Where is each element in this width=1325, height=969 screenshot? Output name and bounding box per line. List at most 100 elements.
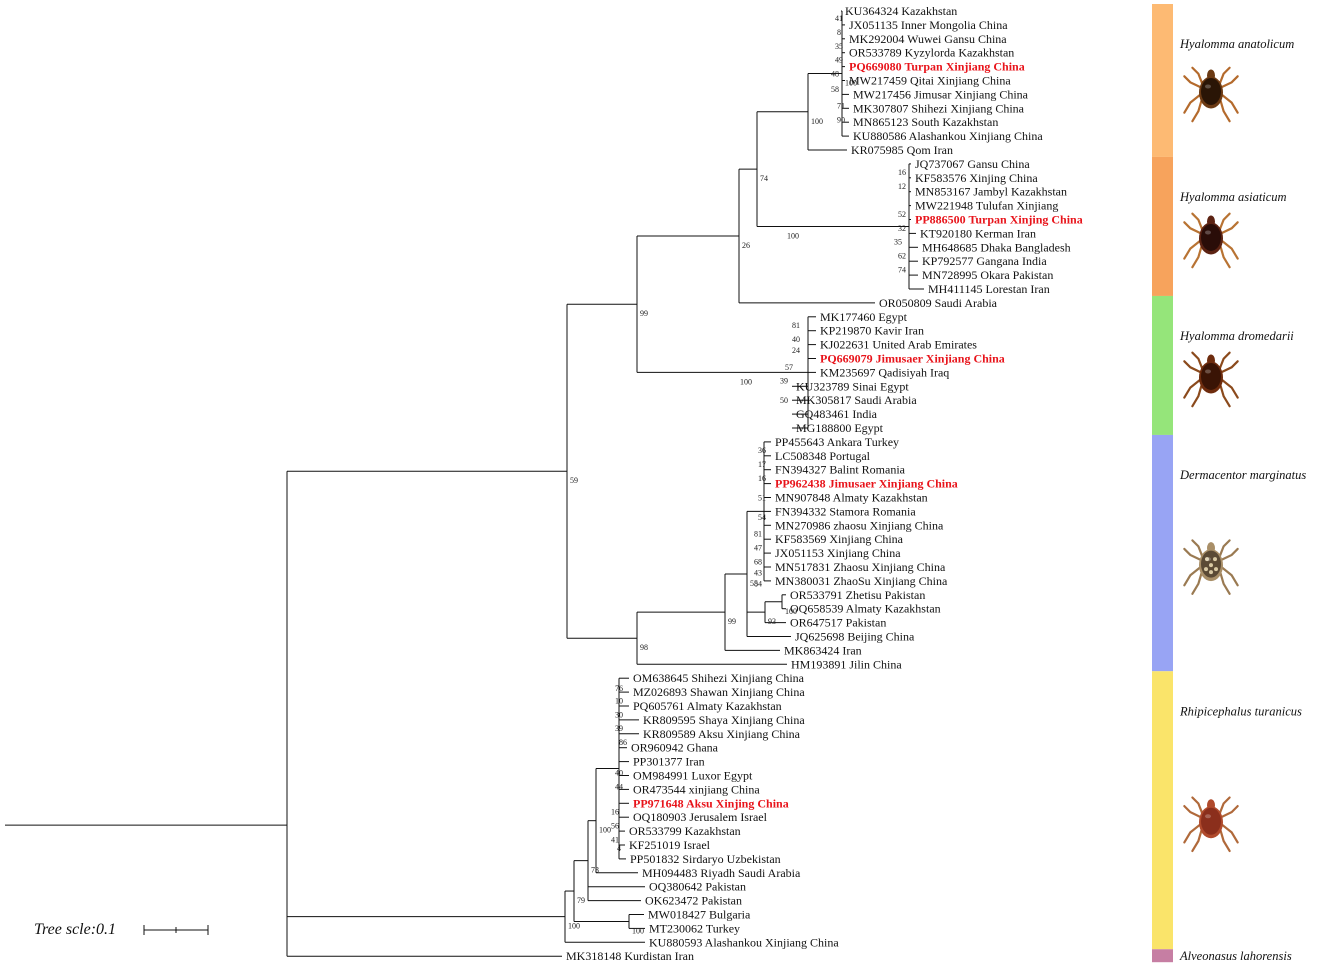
bootstrap-value: 74	[760, 174, 768, 183]
leaf-label: KJ022631 United Arab Emirates	[820, 338, 977, 352]
leaf-label: MN865123 South Kazakhstan	[853, 115, 998, 129]
bootstrap-value-small: 39	[615, 724, 623, 733]
leaf-label: JX051135 Inner Mongolia China	[849, 18, 1008, 32]
bootstrap-value: 73	[591, 866, 599, 875]
leaf-label: PQ669079 Jimusaer Xinjiang China	[820, 352, 1005, 366]
leaf-label: OQ180903 Jerusalem Israel	[633, 810, 768, 824]
bootstrap-value-small: 90	[837, 115, 845, 124]
leaf-label: MK305817 Saudi Arabia	[796, 393, 917, 407]
bootstrap-value-small: 47	[754, 544, 762, 553]
leaf-label: KF251019 Israel	[629, 838, 711, 852]
bootstrap-value: 59	[570, 476, 578, 485]
bootstrap-value-small: 84	[754, 580, 762, 589]
leaf-label: KT920180 Kerman Iran	[920, 226, 1036, 240]
leaf-label: MK292004 Wuwei Gansu China	[849, 32, 1007, 46]
leaf-label: MN728995 Okara Pakistan	[922, 268, 1053, 282]
leaf-label: OR647517 Pakistan	[790, 616, 886, 630]
clade-bar	[1152, 4, 1173, 157]
bootstrap-value-small: 35	[835, 42, 843, 51]
tree-branches	[5, 10, 924, 957]
leaf-label: KU880586 Alashankou Xinjiang China	[853, 129, 1043, 143]
leaf-label: MK318148 Kurdistan Iran	[566, 949, 694, 963]
leaf-label: MG188800 Egypt	[796, 421, 884, 435]
bootstrap-value: 99	[728, 617, 736, 626]
clade-bar	[1152, 156, 1173, 296]
bootstrap-value-small: 50	[780, 396, 788, 405]
leaf-label: FN394332 Stamora Romania	[775, 504, 916, 518]
tick-icon	[1183, 796, 1239, 853]
clade-name: Alveonasus lahorensis	[1179, 949, 1292, 963]
bootstrap-value-small: 32	[898, 224, 906, 233]
leaf-label: JX051153 Xinjiang China	[775, 546, 901, 560]
leaf-label: MN853167 Jambyl Kazakhstan	[915, 185, 1067, 199]
leaf-label: HM193891 Jilin China	[791, 657, 902, 671]
leaf-label: PP886500 Turpan Xinjing China	[915, 213, 1083, 227]
leaf-label: OM638645 Shihezi Xinjiang China	[633, 671, 805, 685]
scale-bar: Tree scle:0.1	[34, 921, 209, 938]
bootstrap-value-small: 4	[617, 844, 621, 853]
bootstrap-value-small: 30	[615, 710, 623, 719]
bootstrap-labels: 1001001007426100991009355999859100731007…	[568, 14, 906, 936]
leaf-label: OR473544 xinjiang China	[633, 782, 760, 796]
bootstrap-value-small: 57	[785, 363, 793, 372]
leaf-label: MN517831 Zhaosu Xinjiang China	[775, 560, 946, 574]
clade-name: Dermacentor marginatus	[1179, 468, 1306, 482]
bootstrap-value-small: 41	[611, 835, 619, 844]
clade-name: Hyalomma asiaticum	[1179, 190, 1287, 204]
bootstrap-value-small: 17	[758, 460, 766, 469]
clade-color-bars	[1152, 4, 1173, 963]
clade-bar	[1152, 671, 1173, 950]
leaf-label: OM984991 Luxor Egypt	[633, 769, 753, 783]
tick-icon	[1183, 539, 1239, 595]
leaf-label: MW221948 Tulufan Xinjiang	[915, 199, 1058, 213]
clade-bar	[1152, 434, 1173, 672]
bootstrap-value-small: 8	[837, 28, 841, 37]
clade-bar	[1152, 295, 1173, 435]
leaf-label: OR533799 Kazakhstan	[629, 824, 741, 838]
bootstrap-value-small: 35	[894, 238, 902, 247]
leaf-label: PP971648 Aksu Xinjing China	[633, 796, 789, 810]
bootstrap-value-small: 49	[835, 56, 843, 65]
leaf-label: OR050809 Saudi Arabia	[879, 296, 998, 310]
bootstrap-value-small: 71	[837, 102, 845, 111]
bootstrap-value-small: 48	[831, 70, 839, 79]
bootstrap-value: 100	[568, 922, 580, 931]
bootstrap-value: 100	[632, 926, 644, 935]
scale-bar-label: Tree scle:0.1	[34, 921, 116, 938]
leaf-label: KP219870 Kavir Iran	[820, 324, 924, 338]
bootstrap-value-small: 68	[754, 557, 762, 566]
leaf-label: OR533789 Kyzylorda Kazakhstan	[849, 46, 1014, 60]
leaf-label: PP962438 Jimusaer Xinjiang China	[775, 477, 958, 491]
leaf-label: OR533791 Zhetisu Pakistan	[790, 588, 925, 602]
leaf-label: MK863424 Iran	[784, 643, 862, 657]
leaf-label: MZ026893 Shawan Xinjiang China	[633, 685, 805, 699]
bootstrap-value-small: 16	[611, 808, 619, 817]
leaf-label: MH411145 Lorestan Iran	[928, 282, 1050, 296]
leaf-label: KP792577 Gangana India	[922, 254, 1047, 268]
leaf-label: PQ669080 Turpan Xinjiang China	[849, 60, 1025, 74]
leaf-label: KM235697 Qadisiyah Iraq	[820, 365, 949, 379]
bootstrap-value-small: 40	[792, 335, 800, 344]
leaf-label: KU880593 Alashankou Xinjiang China	[649, 935, 839, 949]
leaf-label: FN394327 Balint Romania	[775, 463, 906, 477]
leaf-label: OQ658539 Almaty Kazakhstan	[790, 602, 941, 616]
leaf-label: OR960942 Ghana	[631, 741, 719, 755]
leaf-label: KU364324 Kazakhstan	[845, 4, 957, 18]
clade-name: Hyalomma anatolicum	[1179, 37, 1294, 51]
bootstrap-value-small: 76	[615, 684, 623, 693]
bootstrap-value: 26	[742, 241, 750, 250]
leaf-label: OQ380642 Pakistan	[649, 880, 746, 894]
leaf-label: MN270986 zhaosu Xinjiang China	[775, 518, 944, 532]
leaf-label: KR809589 Aksu Xinjiang China	[643, 727, 801, 741]
bootstrap-value-small: 16	[898, 168, 906, 177]
bootstrap-value-small: 81	[792, 321, 800, 330]
leaf-label: PP455643 Ankara Turkey	[775, 435, 899, 449]
bootstrap-value-small: 44	[615, 783, 623, 792]
leaf-label: MH648685 Dhaka Bangladesh	[922, 240, 1071, 254]
leaf-label: MN907848 Almaty Kazakhstan	[775, 491, 928, 505]
bootstrap-value: 100	[845, 79, 857, 88]
bootstrap-value-small: 24	[792, 346, 800, 355]
